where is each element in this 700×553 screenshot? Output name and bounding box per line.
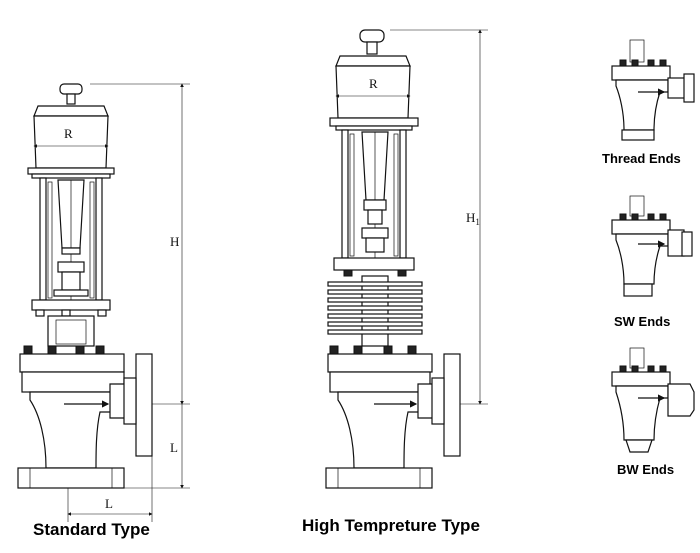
std-body-flange-top [19,353,125,373]
std-actuator-body [33,115,109,169]
ht-yoke-base [333,257,415,271]
caption-sw-ends: SW Ends [614,314,671,329]
ht-body-flange-bottom [325,467,433,489]
std-actuator-cap [33,105,109,117]
ht-side-flange [443,353,461,457]
std-body-flange-bottom [17,467,125,489]
std-yoke-base [31,299,111,311]
ht-dim-h1: H1 [466,210,480,227]
ht-actuator-flange [329,117,419,127]
standard-type-valve [17,83,190,522]
std-knob-stem [66,93,76,105]
std-dim-r: R [64,126,73,141]
std-yoke-right [95,177,103,301]
caption-thread-ends: Thread Ends [602,151,681,166]
thread-ends-variant [611,39,695,141]
sw-ends-variant [611,195,693,297]
std-actuator-flange [27,167,115,175]
std-stem-connector [57,261,85,273]
ht-knob [359,29,385,43]
caption-bw-ends: BW Ends [617,462,675,477]
ht-yoke-right [399,129,407,259]
std-side-flange [135,353,153,457]
ht-dim-r: R [369,76,378,91]
ht-stem-connector [361,227,389,239]
ht-body-flange-top [327,353,433,373]
ht-cooling-fins [327,275,423,347]
std-bonnet [47,315,95,347]
std-dim-l-vertical: L [170,440,178,455]
std-yoke-nuts [35,309,107,317]
std-yoke-left [39,177,47,301]
std-knob [59,83,83,95]
bw-ends-variant [611,347,695,453]
ht-actuator-body [335,65,411,119]
caption-high-temp-type: High Tempreture Type [302,516,480,535]
caption-standard-type: Standard Type [33,520,150,539]
std-dim-l-horizontal: L [105,496,113,511]
ht-actuator-cap [335,55,411,67]
high-temp-type-valve [325,29,488,489]
ht-yoke-left [341,129,349,259]
std-dim-h: H [170,234,179,249]
